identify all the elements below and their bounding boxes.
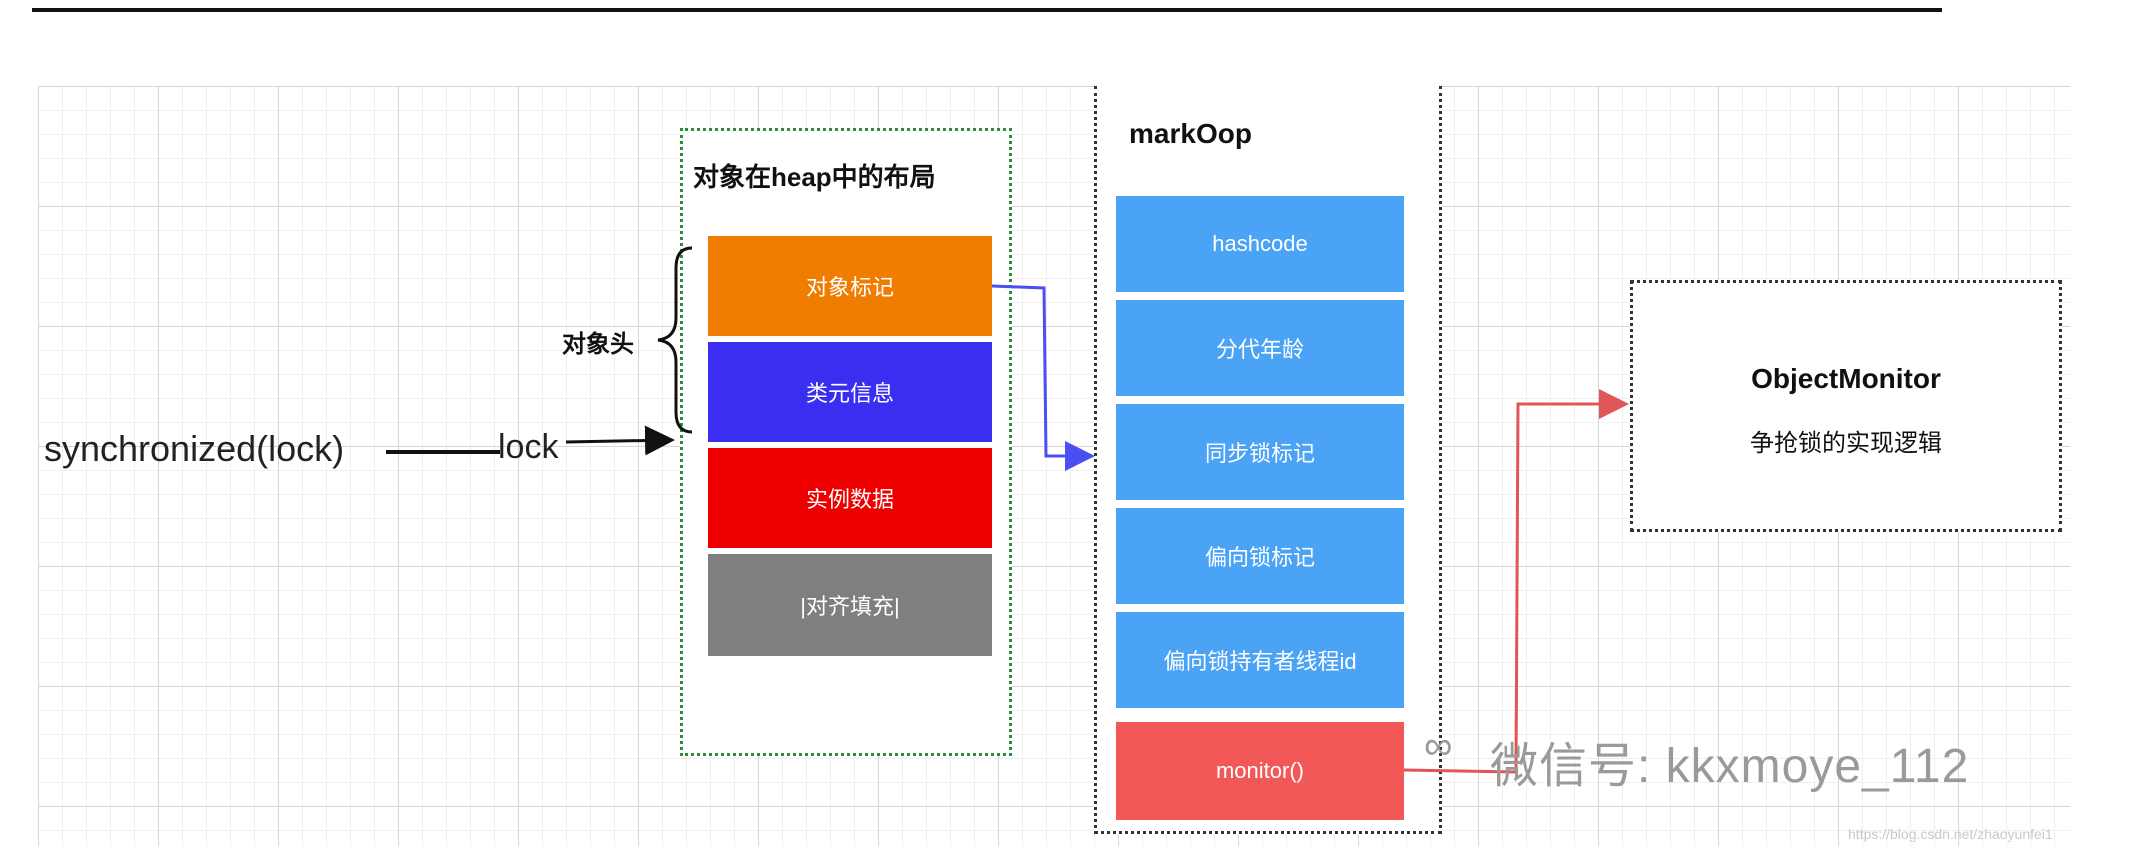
wechat-icon: ∞ [1424, 724, 1453, 768]
markoop-title: markOop [1129, 118, 1252, 149]
markoop-cell-monitor: monitor() [1116, 722, 1404, 820]
grid-background [38, 86, 2070, 846]
markoop-cell-biased-owner-thread: 偏向锁持有者线程id [1116, 612, 1404, 708]
heap-cell-padding: |对齐填充| [708, 554, 992, 656]
wechat-watermark: 微信号: kkxmoye_112 [1490, 740, 1970, 793]
heap-title: 对象在heap中的布局 [693, 162, 936, 192]
markoop-cell-generation-age: 分代年龄 [1116, 300, 1404, 396]
synchronized-label: synchronized(lock) [44, 428, 345, 469]
heap-cell-mark: 对象标记 [708, 236, 992, 336]
markoop-cell-hashcode: hashcode [1116, 196, 1404, 292]
object-header-brace [657, 246, 693, 434]
object-monitor-subtitle: 争抢锁的实现逻辑 [1750, 430, 1942, 457]
monitor-to-objectmonitor-arrow [1403, 389, 1629, 774]
lock-label: lock [498, 428, 559, 466]
object-monitor-box: ObjectMonitor 争抢锁的实现逻辑 [1630, 280, 2062, 532]
markoop-cell-biased-lock-flag: 偏向锁标记 [1116, 508, 1404, 604]
url-watermark: https://blog.csdn.net/zhaoyunfei1 [1848, 826, 2053, 842]
object-header-label: 对象头 [562, 331, 634, 358]
object-monitor-title: ObjectMonitor [1751, 363, 1941, 394]
lock-to-heap-arrow [565, 425, 675, 456]
heap-cell-class-meta: 类元信息 [708, 342, 992, 442]
heap-cell-instance-data: 实例数据 [708, 448, 992, 548]
top-divider [32, 8, 1942, 12]
markoop-cell-sync-lock-flag: 同步锁标记 [1116, 404, 1404, 500]
mark-to-markoop-arrow [991, 284, 1095, 471]
